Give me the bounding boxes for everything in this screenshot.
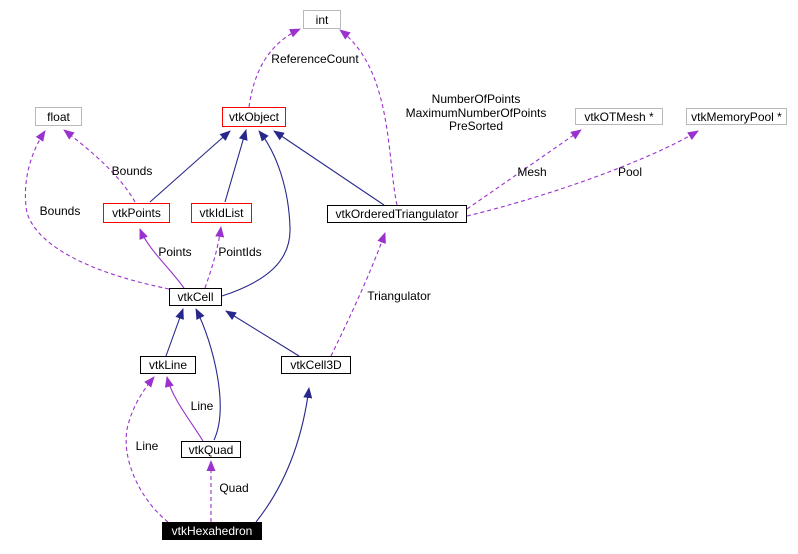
node-int: int [303, 10, 341, 29]
node-vtkmemorypool: vtkMemoryPool * [686, 108, 787, 125]
node-vtkline[interactable]: vtkLine [140, 356, 196, 374]
edge-label-bounds-lower: Bounds [39, 204, 81, 218]
node-float: float [35, 107, 82, 126]
edge-label-numberofpoints: NumberOfPoints MaximumNumberOfPoints Pre… [405, 92, 547, 134]
edge-label-quad: Quad [219, 481, 249, 495]
usage-edge-line-from-vtkquad [164, 376, 204, 442]
usage-edge-referencecount [248, 28, 301, 108]
node-vtkidlist[interactable]: vtkIdList [191, 203, 252, 223]
usage-edge-bounds-from-vtkpoints [63, 129, 136, 203]
node-vtkotmesh: vtkOTMesh * [575, 108, 663, 125]
node-vtkobject[interactable]: vtkObject [222, 107, 286, 127]
node-vtkcell3d[interactable]: vtkCell3D [281, 356, 351, 374]
edge-label-bounds-upper: Bounds [111, 164, 153, 178]
edge-label-line-lower: Line [135, 439, 159, 453]
node-vtkquad[interactable]: vtkQuad [181, 441, 241, 458]
edge-label-mesh: Mesh [517, 165, 547, 179]
inheritance-edge-vtkquad-to-vtkcell [195, 308, 221, 441]
edge-label-triangulator: Triangulator [367, 289, 431, 303]
inheritance-edge-vtkcell3d-to-vtkcell [225, 310, 300, 357]
inheritance-edge-vtkhexahedron-to-vtkcell3d [255, 387, 313, 523]
edge-label-numberofpoints-line3: PreSorted [448, 119, 504, 133]
edge-label-line-upper: Line [190, 399, 214, 413]
inheritance-edge-vtkorderedtriangulator-to-vtkobject [273, 130, 385, 206]
edge-label-pointids: PointIds [218, 245, 262, 259]
inheritance-edge-vtkcell-to-vtkobject [221, 130, 291, 297]
edge-label-points: Points [158, 245, 192, 259]
usage-edge-pointids [204, 226, 225, 289]
edge-label-numberofpoints-line1: NumberOfPoints [431, 92, 521, 106]
node-vtkcell[interactable]: vtkCell [169, 288, 222, 306]
edge-label-numberofpoints-line2: MaximumNumberOfPoints [405, 105, 547, 120]
node-vtkhexahedron: vtkHexahedron [162, 522, 262, 540]
usage-edge-mesh [466, 129, 582, 210]
edge-label-referencecount: ReferenceCount [271, 52, 359, 66]
edge-label-pool: Pool [617, 165, 643, 179]
usage-edge-line-from-vtkhexahedron [125, 376, 169, 523]
node-vtkorderedtriangulator[interactable]: vtkOrderedTriangulator [327, 205, 467, 223]
inheritance-edge-vtkidlist-to-vtkobject [224, 129, 248, 203]
usage-edge-pool [466, 130, 699, 217]
usage-edge-bounds-from-vtkcell [24, 130, 170, 290]
usage-edge-triangulator [330, 232, 386, 357]
inheritance-edge-vtkline-to-vtkcell [165, 308, 184, 357]
node-vtkpoints[interactable]: vtkPoints [103, 203, 170, 223]
inheritance-edge-vtkpoints-to-vtkobject [149, 130, 231, 203]
usage-edge-points [139, 228, 185, 289]
